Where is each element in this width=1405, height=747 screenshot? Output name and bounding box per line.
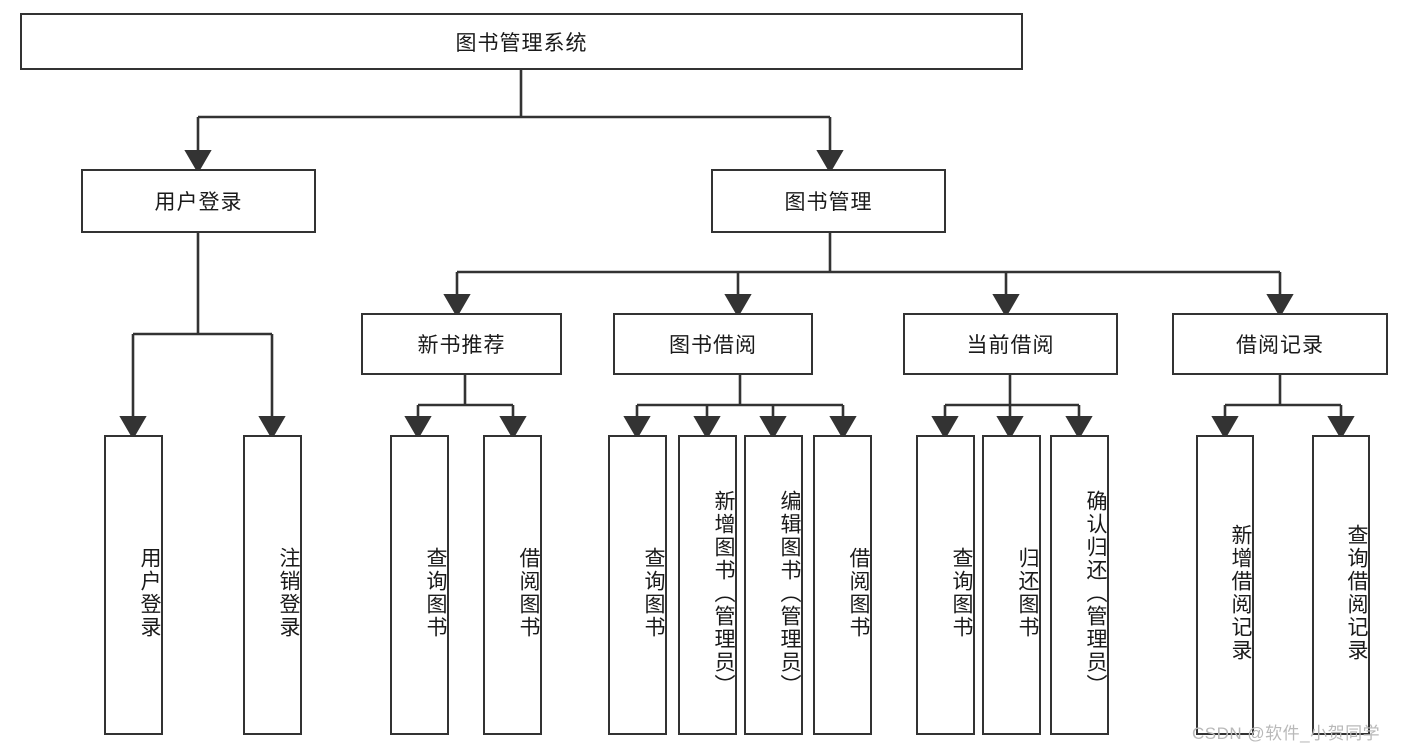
node-leaf-edit-book-admin-label: 编辑图书（管理员） [778,489,801,697]
node-leaf-borrow-book[interactable]: 借阅图书 [813,435,872,735]
node-leaf-add-borrow-record[interactable]: 新增借阅记录 [1196,435,1254,735]
node-leaf-return-book-label: 归还图书 [1016,547,1039,639]
node-user-login[interactable]: 用户登录 [81,169,316,233]
node-book-borrow-label: 图书借阅 [669,334,757,357]
node-leaf-return-book[interactable]: 归还图书 [982,435,1041,735]
node-leaf-add-borrow-record-label: 新增借阅记录 [1229,524,1252,662]
node-root-label: 图书管理系统 [455,31,588,55]
node-leaf-logout[interactable]: 注销登录 [243,435,302,735]
node-leaf-query-book-recommend-label: 查询图书 [424,547,447,639]
node-book-borrow[interactable]: 图书借阅 [613,313,813,375]
node-leaf-query-book-borrow[interactable]: 查询图书 [608,435,667,735]
node-leaf-logout-label: 注销登录 [277,547,300,639]
node-current-borrow-label: 当前借阅 [966,334,1055,357]
node-leaf-query-borrow-record-label: 查询借阅记录 [1345,524,1368,662]
node-leaf-add-book-admin[interactable]: 新增图书（管理员） [678,435,737,735]
node-leaf-query-book-recommend[interactable]: 查询图书 [390,435,449,735]
node-new-book-recommend-label: 新书推荐 [417,334,506,357]
node-leaf-add-book-admin-label: 新增图书（管理员） [712,489,735,697]
node-leaf-user-login[interactable]: 用户登录 [104,435,163,735]
node-leaf-borrow-book-label: 借阅图书 [847,547,870,639]
node-user-login-label: 用户登录 [154,191,243,214]
node-leaf-borrow-book-recommend-label: 借阅图书 [517,547,540,639]
node-leaf-confirm-return-admin[interactable]: 确认归还（管理员） [1050,435,1109,735]
node-leaf-user-login-label: 用户登录 [138,547,161,639]
node-leaf-query-book-current[interactable]: 查询图书 [916,435,975,735]
node-leaf-query-book-current-label: 查询图书 [950,547,973,639]
node-leaf-confirm-return-admin-label: 确认归还（管理员） [1084,489,1107,697]
node-new-book-recommend[interactable]: 新书推荐 [361,313,562,375]
node-leaf-edit-book-admin[interactable]: 编辑图书（管理员） [744,435,803,735]
node-leaf-query-book-borrow-label: 查询图书 [642,547,665,639]
node-book-management[interactable]: 图书管理 [711,169,946,233]
node-leaf-query-borrow-record[interactable]: 查询借阅记录 [1312,435,1370,735]
node-borrow-record-label: 借阅记录 [1236,334,1324,357]
node-root-system[interactable]: 图书管理系统 [20,13,1023,70]
node-book-management-label: 图书管理 [784,191,873,214]
node-borrow-record[interactable]: 借阅记录 [1172,313,1388,375]
node-current-borrow[interactable]: 当前借阅 [903,313,1118,375]
csdn-watermark: CSDN @软件_小贺同学 [1192,724,1381,743]
node-leaf-borrow-book-recommend[interactable]: 借阅图书 [483,435,542,735]
